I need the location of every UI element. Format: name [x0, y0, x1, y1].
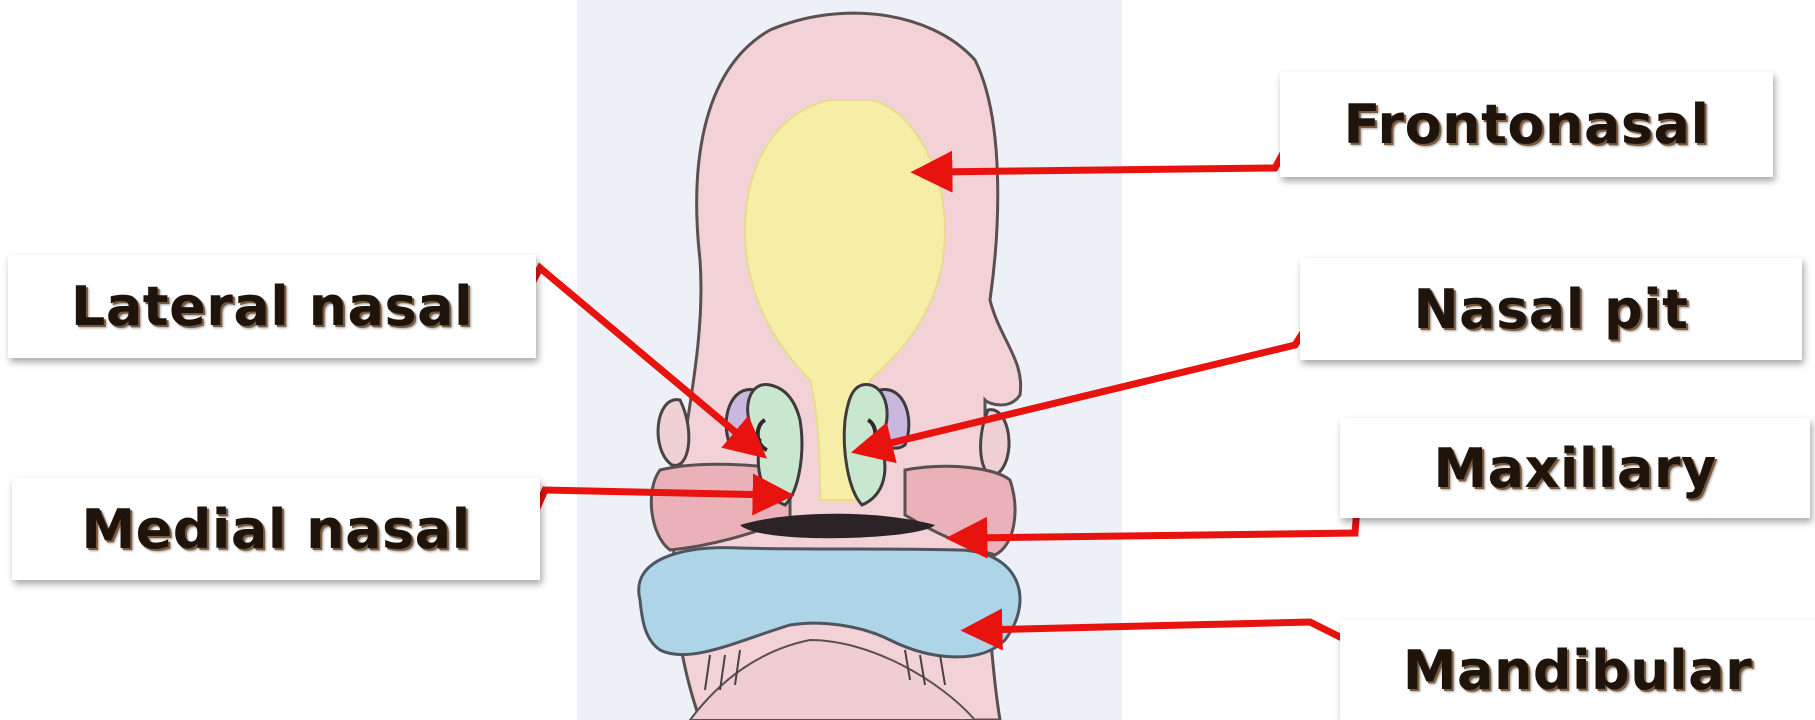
- left-side-bump: [658, 400, 689, 466]
- label-nasal-pit: Nasal pit: [1300, 258, 1802, 360]
- label-lateral-nasal: Lateral nasal: [8, 255, 536, 358]
- mandibular-label: Mandibular: [1403, 639, 1752, 702]
- lateral-nasal-label: Lateral nasal: [71, 275, 473, 338]
- label-mandibular: Mandibular: [1340, 620, 1815, 720]
- label-frontonasal: Frontonasal: [1280, 72, 1773, 177]
- frontonasal-label: Frontonasal: [1344, 93, 1710, 156]
- medial-nasal-label: Medial nasal: [81, 498, 470, 561]
- maxillary-label: Maxillary: [1433, 437, 1716, 500]
- label-maxillary: Maxillary: [1340, 418, 1810, 518]
- nasal-pit-label: Nasal pit: [1413, 278, 1688, 341]
- label-medial-nasal: Medial nasal: [12, 478, 540, 580]
